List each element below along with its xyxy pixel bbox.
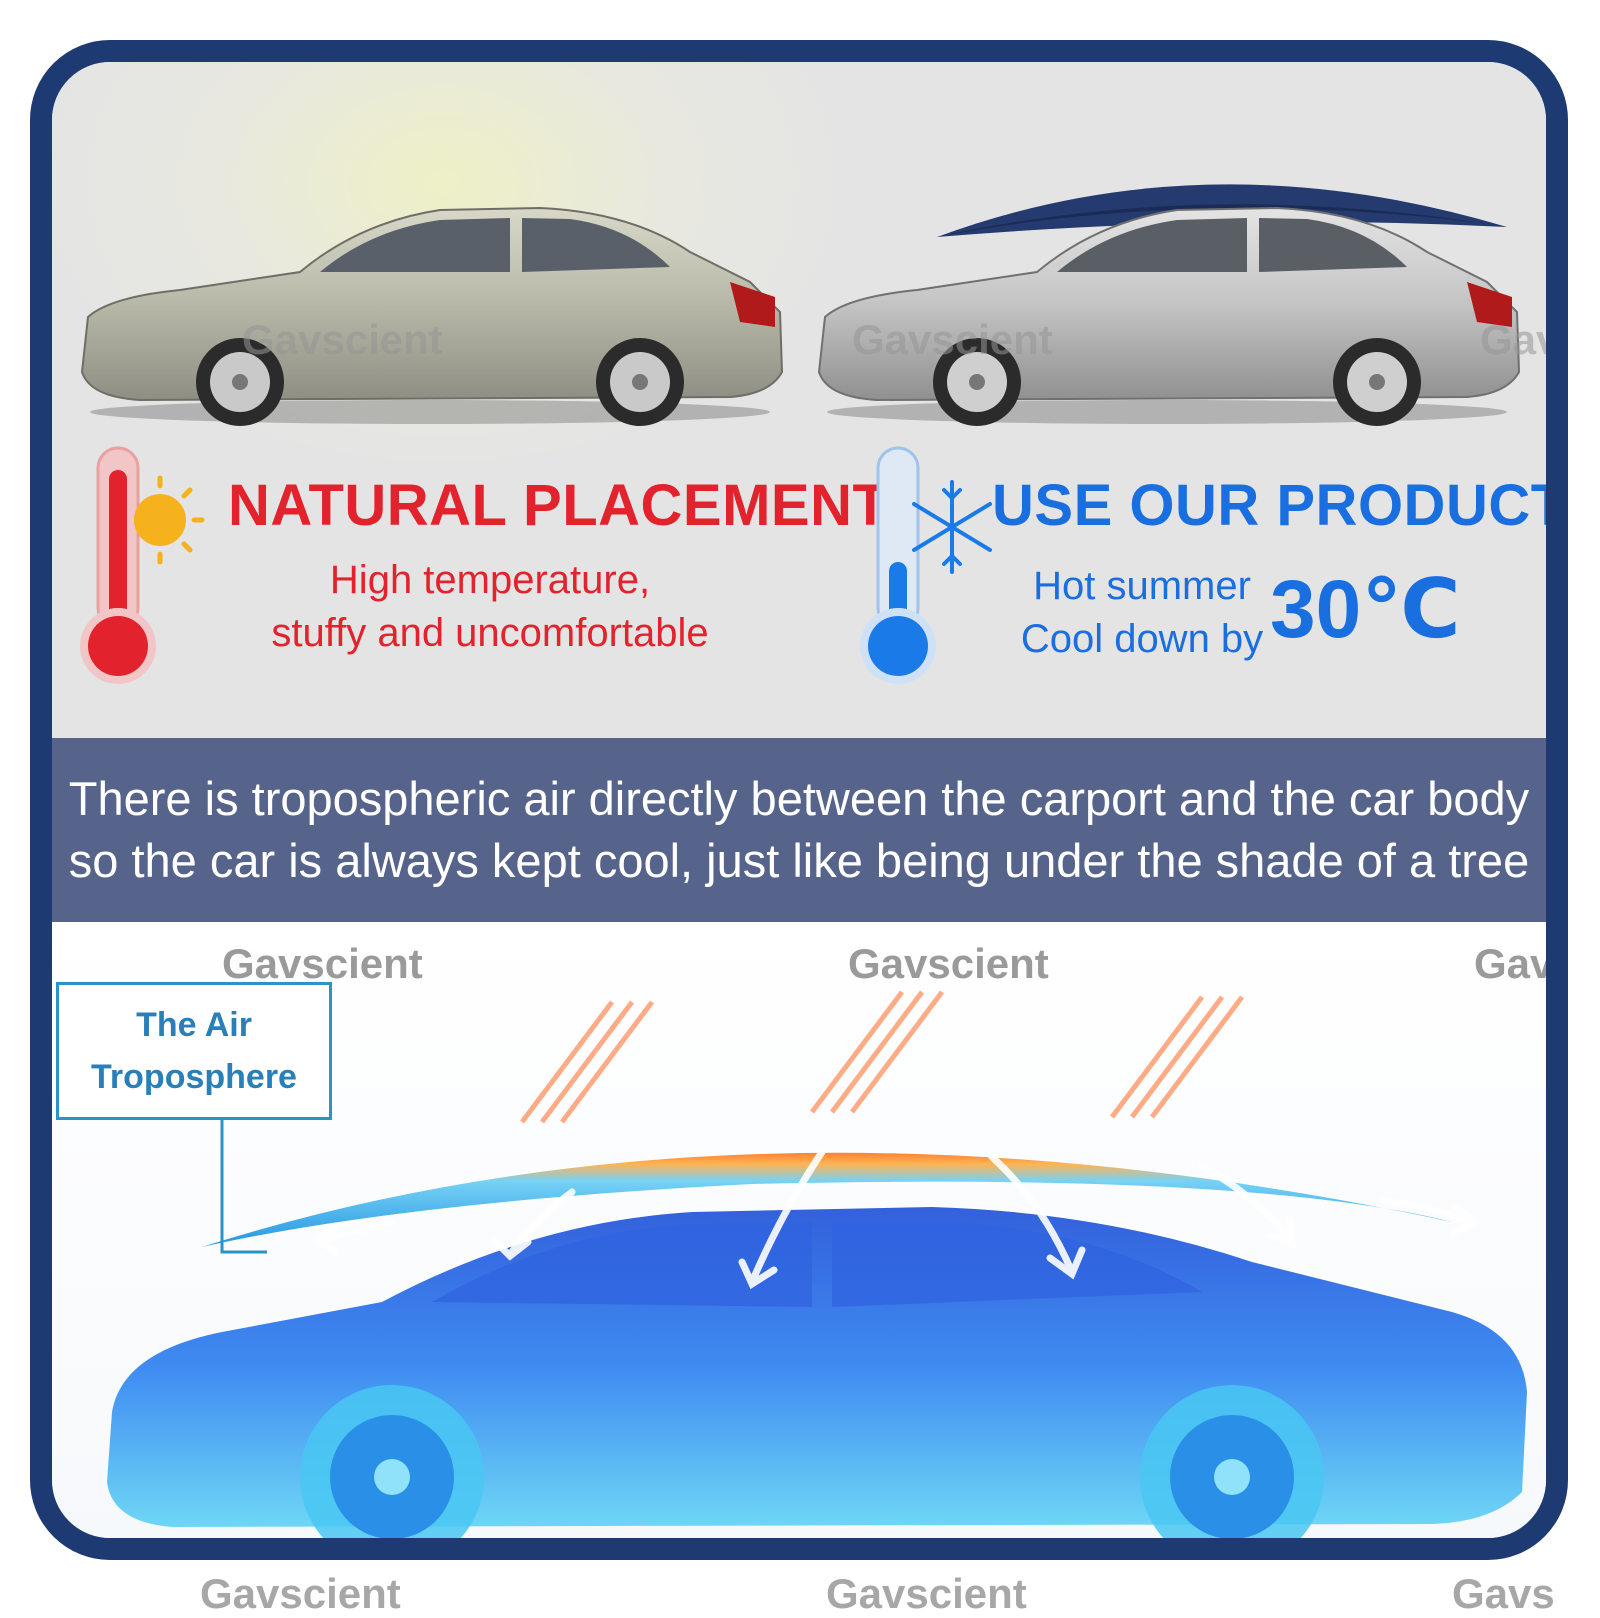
watermark-partial: Gavs (1452, 1570, 1555, 1617)
banner-line: There is tropospheric air directly betwe… (68, 772, 1530, 825)
comparison-section: Gavscient Gavscient Gavs NATURAL PLACEME… (52, 62, 1546, 738)
temperature-value: 30℃ (1270, 564, 1461, 655)
hot-thermometer-icon (80, 446, 205, 684)
use-our-products-description: Hot summer Cool down by (992, 560, 1292, 666)
cold-thermometer-icon (860, 446, 992, 684)
label-line: Troposphere (91, 1058, 297, 1096)
airflow-diagram: The Air Troposphere Gavscient Gavscient … (52, 922, 1546, 1538)
watermark-partial: Gavs (1480, 316, 1560, 363)
sun-rays-icon (520, 990, 1244, 1124)
natural-placement-title: NATURAL PLACEMENT (228, 473, 889, 538)
car-without-cover-image (80, 206, 784, 426)
label-line: The Air (136, 1006, 252, 1044)
watermark: Gavscient (242, 316, 443, 363)
watermark: Gavscient (200, 1570, 401, 1617)
description-line: Hot summer (1033, 564, 1251, 608)
airflow-arrows-icon (311, 1148, 1481, 1290)
car-airflow-illustration (107, 990, 1527, 1538)
watermark-partial: Gavs (1474, 940, 1568, 987)
use-our-products-title: USE OUR PRODUCTS (992, 473, 1568, 538)
banner-line: so the car is always kept cool, just lik… (68, 834, 1530, 887)
watermark: Gavscient (848, 940, 1049, 987)
natural-placement-description: High temperature, stuffy and uncomfortab… (230, 554, 750, 660)
car-with-umbrella-image (817, 184, 1521, 426)
watermark: Gavscient (852, 316, 1053, 363)
description-line: stuffy and uncomfortable (271, 611, 709, 655)
sun-icon (134, 475, 205, 565)
content-frame: Gavscient Gavscient Gavs NATURAL PLACEME… (30, 40, 1568, 1560)
watermark: Gavscient (826, 1570, 1027, 1617)
watermark: Gavscient (222, 940, 423, 987)
description-line: Cool down by (1020, 617, 1264, 661)
description-line: High temperature, (329, 558, 651, 602)
snowflake-icon (912, 480, 992, 574)
info-banner: There is tropospheric air directly betwe… (52, 738, 1546, 922)
air-troposphere-label: The Air Troposphere (56, 982, 332, 1120)
